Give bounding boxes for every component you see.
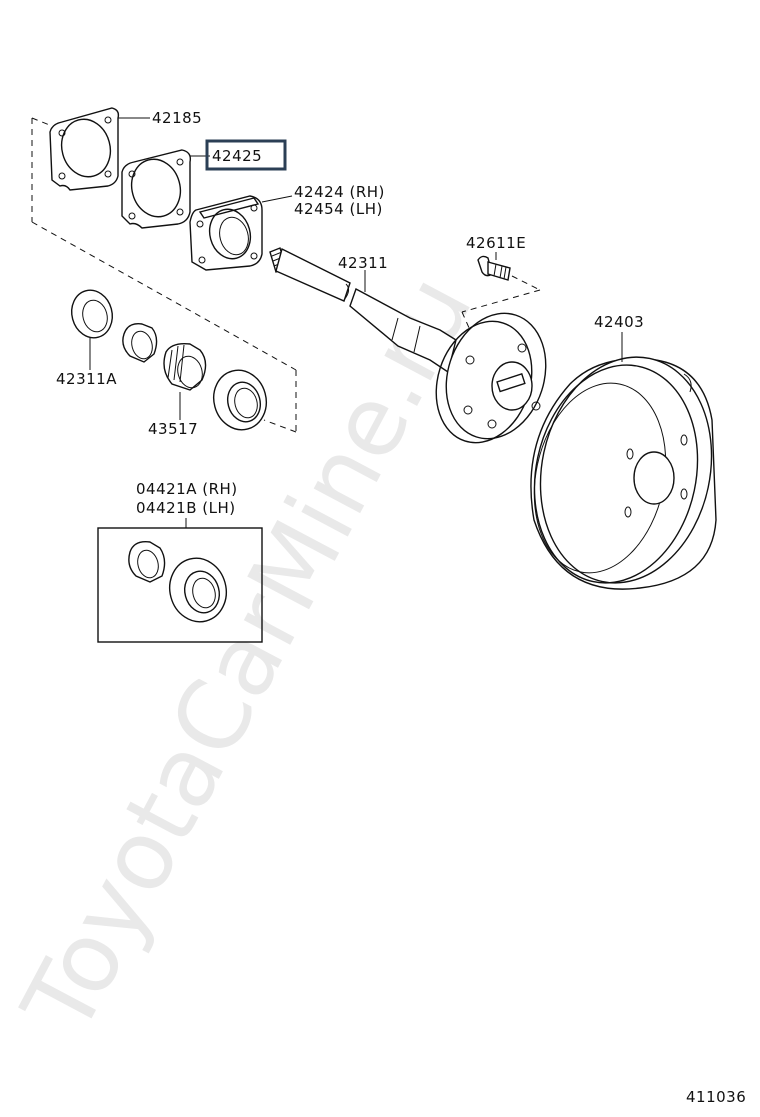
roller-bearing-43517[interactable] [163, 342, 207, 420]
assembly-dashed-outline [31, 117, 297, 433]
label-42424-rh: 42424 (RH) [294, 183, 385, 201]
label-04421b-lh: 04421B (LH) [136, 499, 236, 517]
gasket-42425[interactable] [121, 149, 210, 229]
bolt-dashed-guide [461, 275, 541, 331]
label-42454-lh: 42454 (LH) [294, 200, 383, 218]
gasket-42185[interactable] [49, 107, 150, 191]
label-42611e: 42611E [466, 234, 526, 252]
oil-seal-42311a[interactable] [66, 286, 117, 370]
label-42425: 42425 [212, 147, 262, 165]
label-43517: 43517 [148, 420, 198, 438]
label-42403: 42403 [594, 313, 644, 331]
diagram-code: 411036 [686, 1088, 746, 1106]
label-04421a-rh: 04421A (RH) [136, 480, 238, 498]
bearing-retainer-42424[interactable] [189, 195, 293, 271]
label-42311a: 42311A [56, 370, 117, 388]
bearing-inner-ring[interactable] [122, 323, 158, 363]
hub-bolt-42611e[interactable] [477, 252, 511, 281]
ball-bearing[interactable] [207, 364, 273, 435]
rear-axle-shaft-42311[interactable] [269, 247, 561, 455]
highlight-box-42425 [205, 139, 287, 171]
label-42185: 42185 [152, 109, 202, 127]
bearing-kit-04421[interactable] [97, 527, 263, 643]
label-42311: 42311 [338, 254, 388, 272]
brake-drum-42403[interactable] [515, 332, 732, 599]
